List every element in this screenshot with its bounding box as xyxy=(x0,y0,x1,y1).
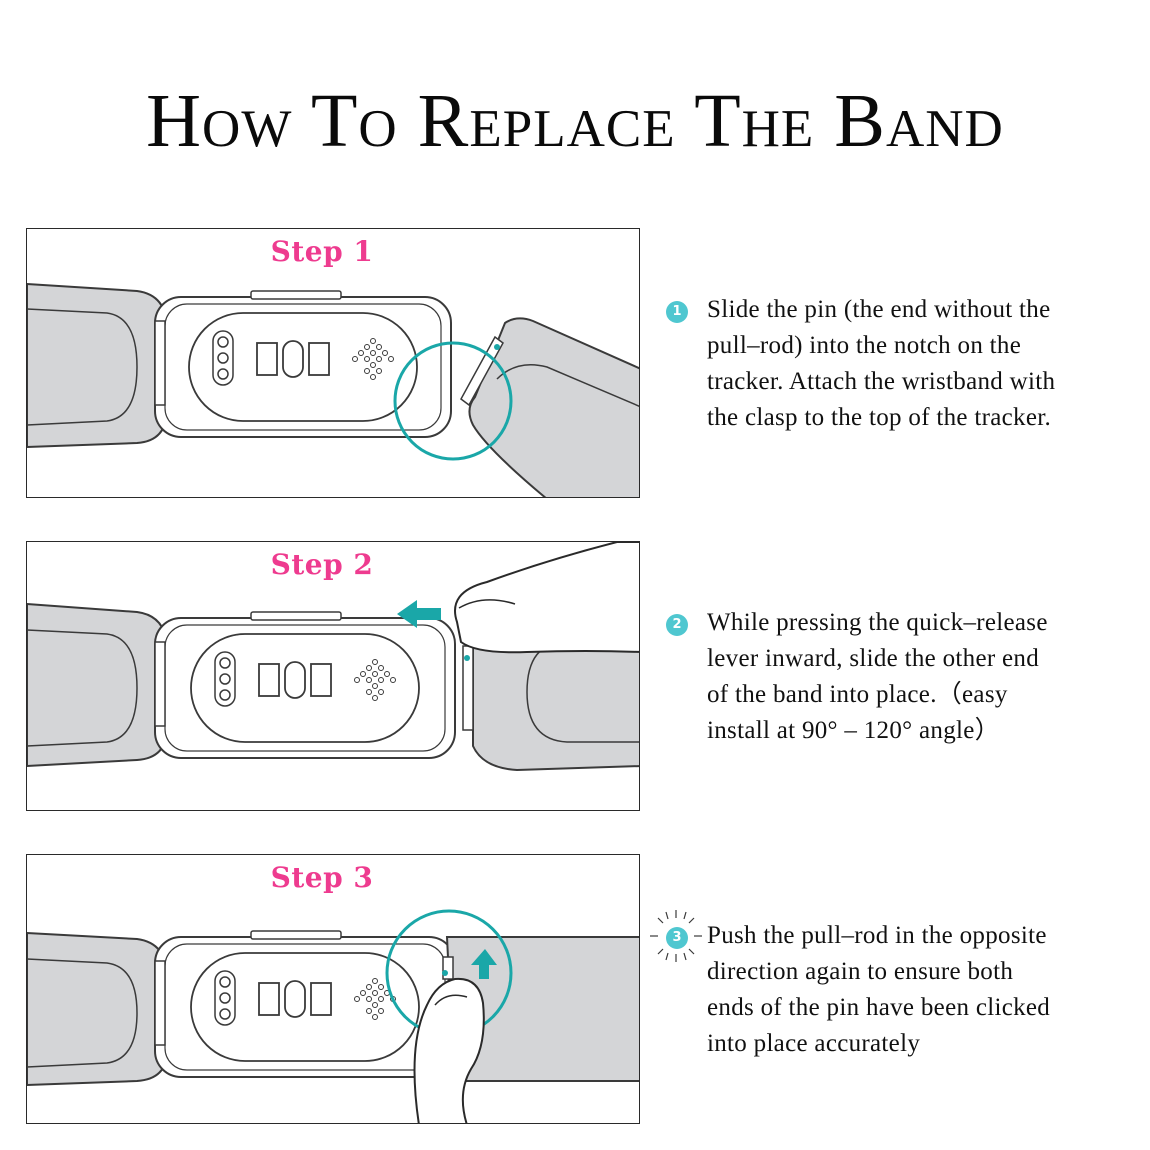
step-2-illustration xyxy=(27,542,639,772)
step-3-illustration xyxy=(27,909,639,1123)
finger-icon xyxy=(454,542,639,654)
highlight-circle-icon xyxy=(393,341,513,461)
arrow-up-icon xyxy=(471,949,497,979)
instruction-text: Slide the pin (the end without the pull–… xyxy=(707,296,1056,431)
instruction-text: Push the pull–rod in the opposite direct… xyxy=(707,922,1051,1057)
arrow-left-icon xyxy=(397,600,441,628)
step-1-panel: Step 1 xyxy=(26,228,640,498)
step-number-badge: 1 xyxy=(666,301,688,323)
step-number-badge: 2 xyxy=(666,614,688,636)
step-1-illustration xyxy=(27,282,639,497)
finger-icon xyxy=(413,977,485,1123)
sparkle-icon xyxy=(650,910,702,962)
step-3-panel: Step 3 xyxy=(26,854,640,1124)
step-number-badge: 3 xyxy=(666,927,688,949)
step-3-label: Step 3 xyxy=(270,861,374,894)
instruction-text: While pressing the quick–release lever i… xyxy=(707,609,1048,744)
step-2-label: Step 2 xyxy=(270,548,374,581)
step-1-label: Step 1 xyxy=(270,235,374,268)
step-2-panel: Step 2 xyxy=(26,541,640,811)
page-title: How To Replace The Band xyxy=(146,79,1004,163)
